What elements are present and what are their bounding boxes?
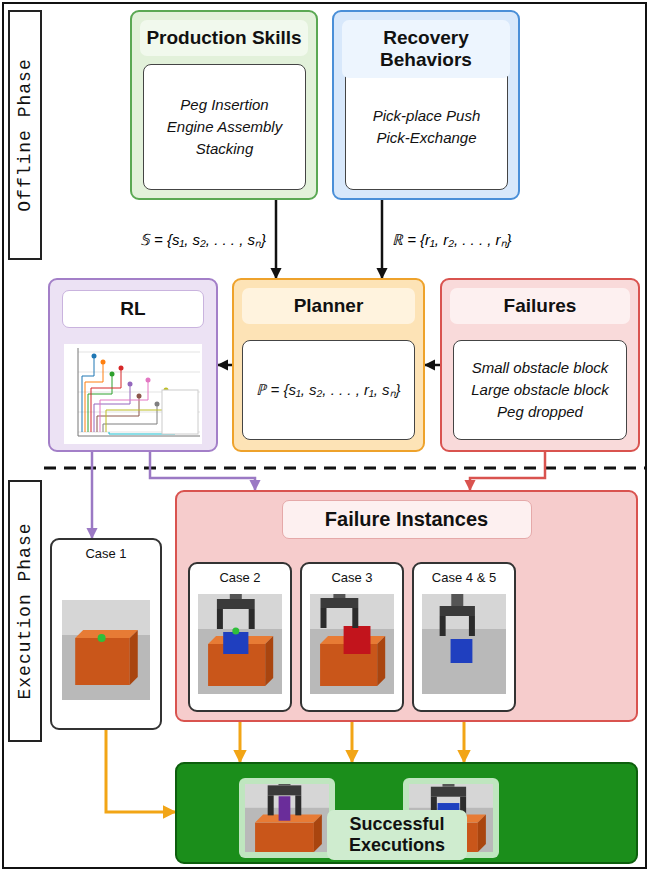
rl-chart — [64, 344, 202, 444]
plan-sequence: ℙ = {s₁, s₂, . . . , r₁, sₙ} — [242, 340, 415, 440]
node-title: Case 2 — [190, 570, 290, 585]
skill-group: Production SkillsPeg Insertion Engine As… — [130, 10, 318, 200]
node-title: Successful Executions — [327, 810, 467, 860]
phase-label: Execution Phase — [15, 522, 35, 699]
flow-arrow — [381, 200, 384, 278]
figure-frame — [3, 3, 646, 868]
item-list: Small obstacle block Large obstacle bloc… — [461, 357, 619, 422]
node-title: Planner — [242, 288, 415, 324]
flow-arrow — [470, 452, 545, 490]
item-list: ℙ = {s₁, s₂, . . . , r₁, sₙ} — [256, 379, 400, 401]
case-box: Case 4 & 5 — [412, 562, 516, 712]
phase-separator — [44, 467, 646, 470]
failure-list: Small obstacle block Large obstacle bloc… — [453, 340, 627, 440]
node-title: Failure Instances — [282, 500, 532, 539]
simulation-image — [310, 594, 394, 694]
flow-arrow — [275, 200, 278, 278]
phase-box: Offline Phase — [8, 10, 42, 260]
phase-box: Execution Phase — [8, 480, 42, 742]
failure-group: FailuresSmall obstacle block Large obsta… — [440, 278, 640, 452]
node-title: Recovery Behaviors — [342, 20, 510, 78]
rl-box: RL — [48, 278, 218, 452]
item-list: Peg Insertion Engine Assembly Stacking — [164, 94, 286, 159]
node-title: Failures — [450, 288, 630, 324]
failure-instances: Failure InstancesCase 2 Case 3 Case 4 & 5 — [175, 490, 638, 722]
flow-arrow — [218, 364, 232, 367]
set-label: 𝕊 = {s₁, s₂, . . . , sₙ} — [138, 229, 268, 249]
simulation-image — [422, 594, 506, 694]
simulation-image — [198, 594, 282, 694]
set-label: ℝ = {r₁, r₂, . . . , rₙ} — [390, 229, 514, 249]
node-title: Case 4 & 5 — [414, 570, 514, 585]
flow-arrow — [91, 452, 94, 538]
item-list: Pick-place Push Pick-Exchange — [371, 105, 483, 149]
case-box: Case 1 — [50, 538, 162, 730]
node-title: Case 3 — [302, 570, 402, 585]
node-title: RL — [62, 290, 204, 328]
case-box: Case 3 — [300, 562, 404, 712]
phase-label: Offline Phase — [15, 58, 35, 211]
planner-box: Planner ℙ = {s₁, s₂, . . . , r₁, sₙ} — [232, 278, 425, 452]
success-box: Successful Executions — [175, 762, 638, 864]
case-box: Case 2 — [188, 562, 292, 712]
simulation-image — [62, 600, 150, 700]
recovery-group: Recovery BehaviorsPick-place Push Pick-E… — [332, 10, 520, 200]
simulation-image — [245, 784, 329, 852]
recovery-list: Pick-place Push Pick-Exchange — [345, 64, 508, 190]
flow-arrow — [150, 452, 255, 490]
skill-list: Peg Insertion Engine Assembly Stacking — [143, 64, 306, 190]
flow-arrow — [425, 364, 440, 367]
flow-arrow — [106, 730, 175, 812]
node-title: Production Skills — [140, 20, 308, 56]
node-title: Case 1 — [52, 546, 160, 561]
